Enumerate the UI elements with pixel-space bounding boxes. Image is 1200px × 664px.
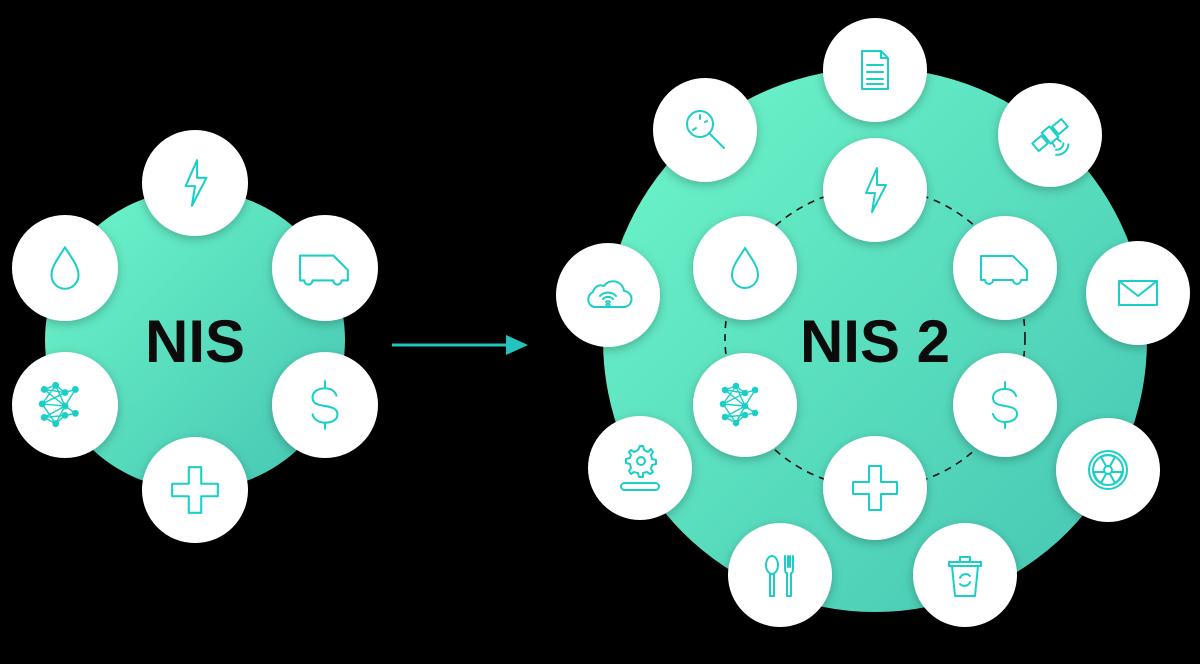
sector-badge (588, 416, 692, 520)
sector-node-cross (142, 437, 248, 543)
nis2-diagram: NIS 2 (556, 18, 1190, 627)
sector-node-mail (1086, 241, 1190, 345)
sector-badge (953, 216, 1057, 320)
sector-node-network (12, 352, 118, 458)
nis-diagram: NIS (12, 130, 378, 543)
sector-node-drop (12, 215, 118, 321)
sector-node-cross (823, 436, 927, 540)
sector-badge (142, 130, 248, 236)
sector-badge (693, 216, 797, 320)
sector-node-dollar (272, 352, 378, 458)
sector-node-magnifier (653, 78, 757, 182)
sector-badge (823, 138, 927, 242)
sector-node-bolt (142, 130, 248, 236)
sector-node-trash (913, 523, 1017, 627)
sector-node-truck (953, 216, 1057, 320)
sector-badge (1056, 418, 1160, 522)
sector-node-radiation (1056, 418, 1160, 522)
sector-badge (728, 523, 832, 627)
nis2-label: NIS 2 (800, 308, 950, 375)
sector-node-cutlery (728, 523, 832, 627)
sector-badge (1086, 241, 1190, 345)
sector-badge (142, 437, 248, 543)
sector-badge (12, 215, 118, 321)
sector-node-satellite (998, 83, 1102, 187)
sector-badge (823, 18, 927, 122)
sector-node-gear-platform (588, 416, 692, 520)
sector-badge (556, 243, 660, 347)
sector-node-document (823, 18, 927, 122)
sector-badge (823, 436, 927, 540)
sector-node-dollar (953, 353, 1057, 457)
sector-node-cloud-wifi (556, 243, 660, 347)
sector-node-drop (693, 216, 797, 320)
sector-node-bolt (823, 138, 927, 242)
nis-label: NIS (145, 308, 245, 375)
arrow-right-icon (392, 335, 528, 355)
sector-badge (653, 78, 757, 182)
sector-badge (998, 83, 1102, 187)
sector-node-network (693, 353, 797, 457)
sector-badge (272, 215, 378, 321)
nis-circle (45, 190, 345, 490)
nis2-circle (603, 68, 1147, 612)
sector-node-truck (272, 215, 378, 321)
